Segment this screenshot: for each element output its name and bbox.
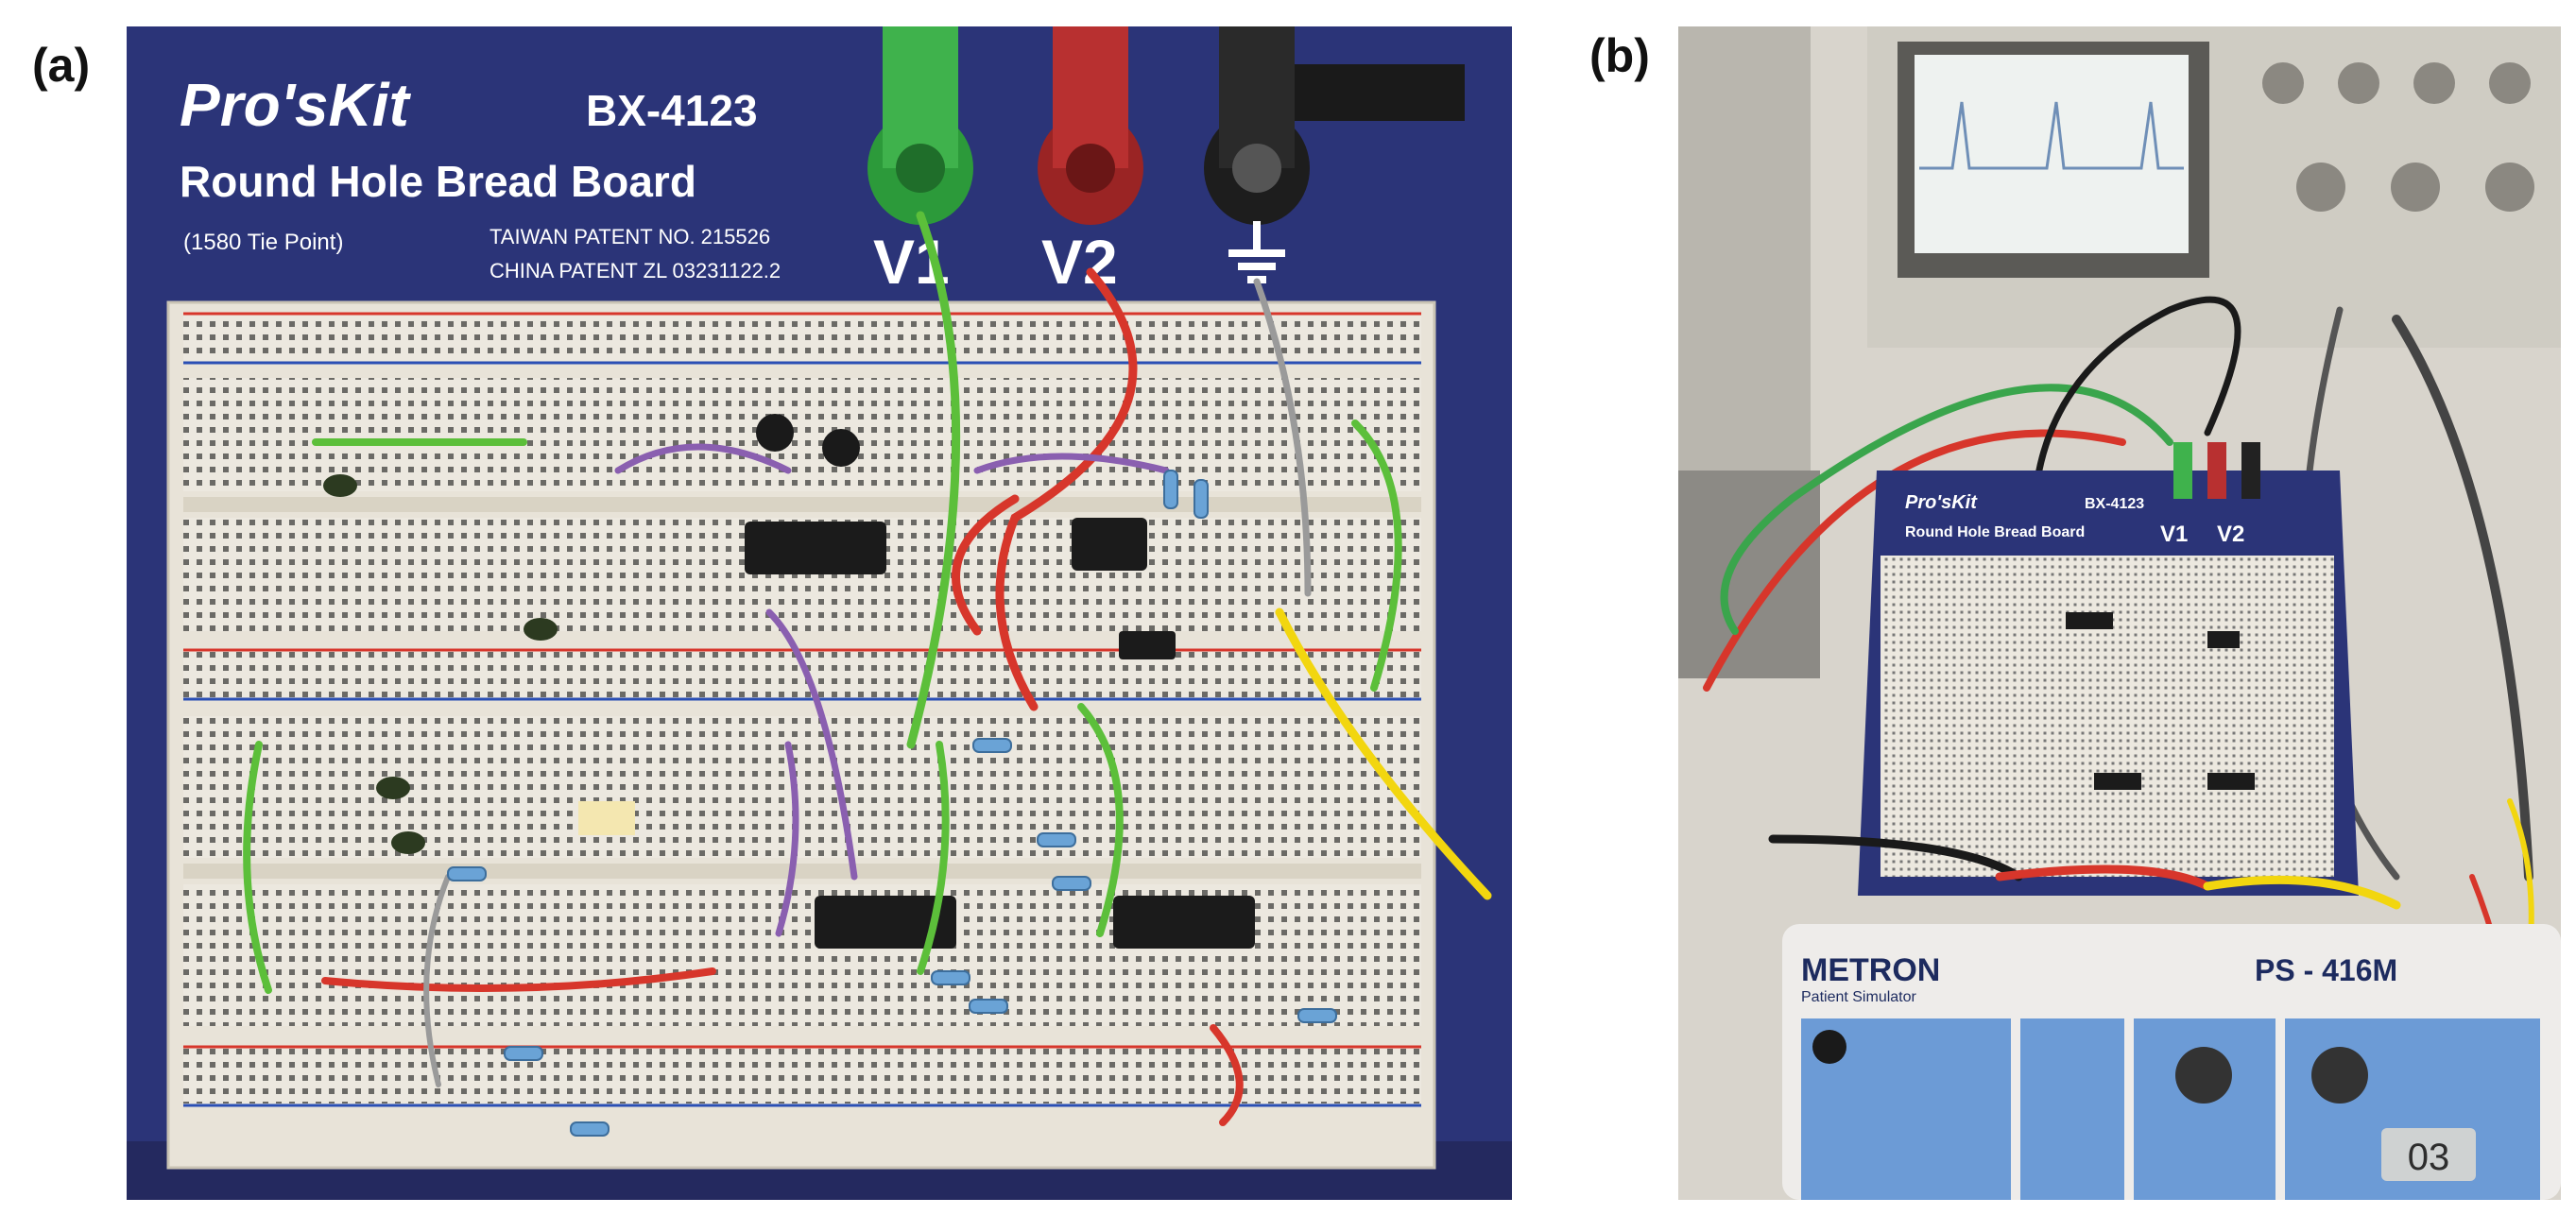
connector: [2175, 1047, 2232, 1104]
patent-china-text: CHINA PATENT ZL 03231122.2: [489, 259, 781, 282]
terminal-v2: [1038, 26, 1143, 225]
ground-symbol-icon: [1228, 221, 1285, 283]
breadboard-photo: Pro'sKit BX-4123 Round Hole Bread Board …: [127, 26, 1512, 1200]
capacitor: [524, 618, 558, 641]
wires: [243, 211, 1492, 1126]
panel-a-label: (a): [32, 39, 91, 92]
simulator-brand: METRON: [1801, 952, 1940, 988]
capacitor: [376, 777, 410, 799]
product-name-text-b: Round Hole Bread Board: [1905, 524, 2085, 540]
patient-simulator: METRON Patient Simulator PS - 416M 03: [1782, 924, 2561, 1200]
oscilloscope: [1867, 26, 2561, 348]
connector: [2311, 1047, 2368, 1104]
model-text: BX-4123: [586, 86, 758, 135]
simulator-display: 03: [2408, 1137, 2450, 1178]
transistor: [1119, 631, 1176, 659]
brand-text-b: Pro'sKit: [1905, 492, 1978, 513]
capacitor: [756, 414, 794, 452]
terminal-v1: [867, 26, 973, 225]
breadboard-small: Pro'sKit BX-4123 Round Hole Bread Board …: [1858, 442, 2359, 896]
ic-chip: [1113, 896, 1255, 949]
capacitor: [578, 801, 635, 835]
simulator-display-box: [2381, 1128, 2476, 1181]
v1-label-b: V1: [2160, 522, 2188, 547]
patent-taiwan-text: TAIWAN PATENT NO. 215526: [489, 225, 770, 248]
capacitor: [391, 831, 425, 854]
terminal-ground: [1204, 26, 1465, 225]
capacitor: [323, 474, 357, 497]
ic-chip: [1072, 518, 1147, 571]
tie-points-text: (1580 Tie Point): [183, 230, 343, 255]
product-name-text: Round Hole Bread Board: [180, 157, 696, 206]
ecg-trace: [1919, 101, 2184, 170]
breadboard: [166, 300, 1436, 1170]
setup-illustration: Pro'sKit BX-4123 Round Hole Bread Board …: [1678, 26, 2561, 1200]
ic-chip: [815, 896, 956, 949]
breadboard-illustration: Pro'sKit BX-4123 Round Hole Bread Board …: [127, 26, 1512, 1200]
v2-label-b: V2: [2217, 522, 2244, 547]
model-text-b: BX-4123: [2085, 496, 2144, 512]
resistors: [447, 470, 1337, 1137]
ic-chip: [745, 522, 886, 574]
simulator-model: PS - 416M: [2255, 953, 2397, 987]
brand-text: Pro'sKit: [180, 71, 412, 139]
panel-b-label: (b): [1589, 29, 1650, 82]
setup-photo: Pro'sKit BX-4123 Round Hole Bread Board …: [1678, 26, 2561, 1200]
capacitor: [822, 429, 860, 467]
simulator-subtitle: Patient Simulator: [1801, 989, 1917, 1005]
